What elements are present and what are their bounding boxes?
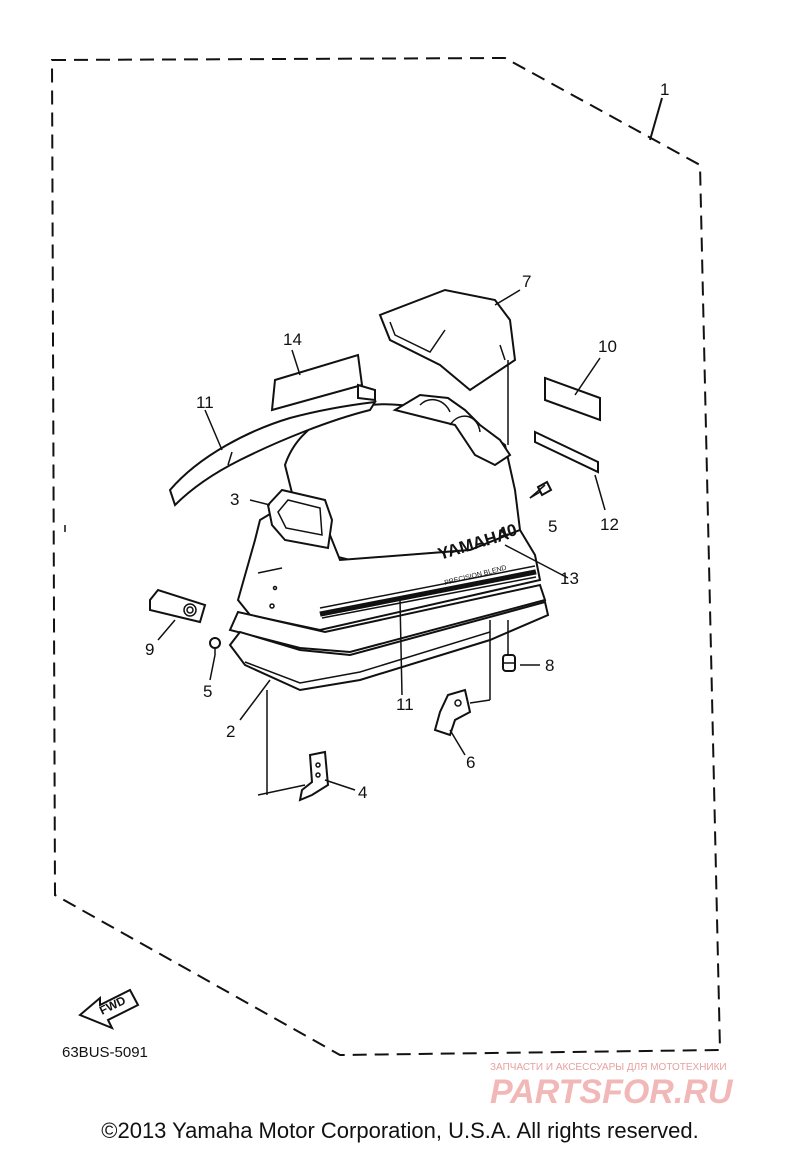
callout-5-right: 5 (548, 517, 557, 536)
assembly-boundary (50, 56, 722, 1057)
callout-10: 10 (598, 337, 617, 356)
callout-4: 4 (358, 783, 367, 802)
model-decal: 40 (496, 520, 520, 544)
watermark-tagline: ЗАПЧАСТИ И АКСЕССУАРЫ ДЛЯ МОТОТЕХНИКИ (490, 1062, 727, 1073)
bracket-6 (433, 688, 472, 737)
leader-lines (157, 289, 606, 796)
callout-3: 3 (230, 490, 239, 509)
bottom-seal (228, 583, 550, 692)
callout-11-bottom: 11 (396, 695, 414, 714)
decal-14 (270, 353, 364, 412)
decal-9 (149, 588, 207, 624)
callout-14: 14 (283, 330, 302, 349)
decal-12 (534, 430, 599, 474)
front-cover (378, 288, 517, 392)
copyright-notice: ©2013 Yamaha Motor Corporation, U.S.A. A… (101, 1118, 699, 1143)
watermark-logo: PARTSFOR.RU (490, 1073, 734, 1111)
callout-9: 9 (145, 640, 154, 659)
fwd-arrow-icon: FWD (78, 988, 140, 1030)
callout-2: 2 (226, 722, 235, 741)
screw-5-left (209, 637, 221, 655)
decal-11-left (168, 400, 377, 507)
screw-5-right (529, 480, 553, 499)
assembly-number: 1 (660, 80, 669, 99)
callout-13: 13 (560, 569, 579, 588)
bracket-4 (298, 750, 330, 802)
callout-11-top: 11 (196, 393, 214, 412)
callout-5-left: 5 (203, 682, 212, 701)
assembly-leader (649, 97, 663, 141)
callout-12: 12 (600, 515, 619, 534)
drawing-code: 63BUS-5091 (62, 1044, 148, 1061)
grommet-8 (502, 654, 516, 672)
callout-6: 6 (466, 753, 475, 772)
callout-7: 7 (522, 272, 531, 291)
decal-10 (544, 376, 601, 422)
callout-8: 8 (545, 656, 554, 675)
